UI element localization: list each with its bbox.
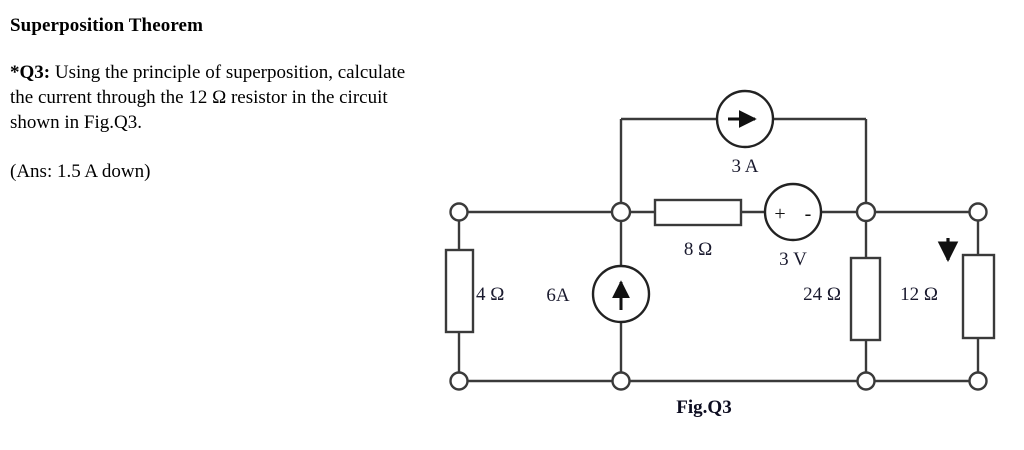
question-body: Using the principle of superposition, ca… xyxy=(10,62,406,133)
node-terminals xyxy=(449,201,988,391)
figure-caption: Fig.Q3 xyxy=(676,397,731,418)
question-label: *Q3: xyxy=(10,62,51,83)
voltage-source-3v: + - 3 V xyxy=(763,182,823,270)
circuit-diagram: 3 A 8 Ω + - 3 V 4 Ω xyxy=(430,60,1024,430)
node-top-mid xyxy=(610,201,632,223)
current-source-3a: 3 A xyxy=(715,89,775,177)
node-bottom-far-right xyxy=(968,371,988,391)
current-source-6a-label: 6A xyxy=(546,285,570,306)
problem-text-column: Superposition Theorem *Q3: Using the pri… xyxy=(10,14,430,184)
circuit-svg: 3 A 8 Ω + - 3 V 4 Ω xyxy=(444,89,996,418)
resistor-4ohm: 4 Ω xyxy=(444,248,504,334)
node-bottom-left xyxy=(449,371,469,391)
question-paragraph: *Q3: Using the principle of superpositio… xyxy=(10,60,430,135)
wire-network xyxy=(457,117,980,383)
voltage-source-3v-body xyxy=(763,182,823,242)
resistor-8ohm-label: 8 Ω xyxy=(684,239,712,260)
resistor-24ohm: 24 Ω xyxy=(803,256,882,342)
resistor-4ohm-label: 4 Ω xyxy=(476,284,504,305)
node-bottom-right xyxy=(856,371,876,391)
resistor-12ohm-body xyxy=(961,253,996,340)
node-bottom-mid xyxy=(611,371,631,391)
page-title: Superposition Theorem xyxy=(10,15,204,36)
answer-line: (Ans: 1.5 A down) xyxy=(10,161,151,182)
current-source-6a: 6A xyxy=(546,264,651,324)
node-top-right xyxy=(855,201,877,223)
node-top-far-right xyxy=(968,202,988,222)
voltage-source-3v-plus: + xyxy=(774,203,785,225)
current-source-3a-label: 3 A xyxy=(732,156,759,177)
resistor-4ohm-body xyxy=(444,248,475,334)
node-top-left xyxy=(449,202,469,222)
resistor-24ohm-label: 24 Ω xyxy=(803,284,841,305)
resistor-12ohm: 12 Ω xyxy=(900,238,996,340)
resistor-24ohm-body xyxy=(849,256,882,342)
voltage-source-3v-minus: - xyxy=(805,203,812,225)
resistor-8ohm-body xyxy=(653,198,743,227)
voltage-source-3v-label: 3 V xyxy=(779,249,807,270)
resistor-8ohm: 8 Ω xyxy=(653,198,743,260)
resistor-12ohm-label: 12 Ω xyxy=(900,284,938,305)
